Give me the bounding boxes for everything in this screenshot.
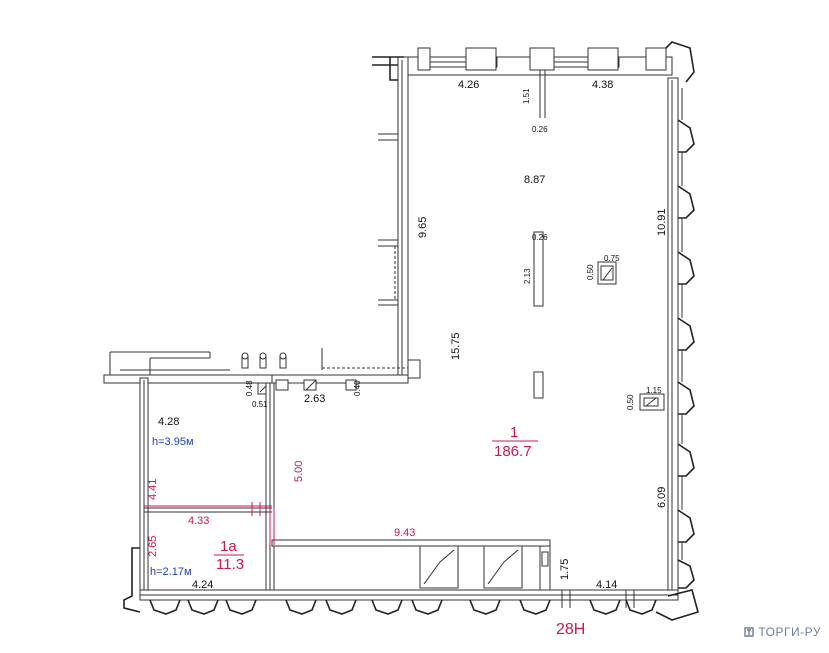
dim-right-wall: 10.91 <box>656 208 668 236</box>
dim-left-upper: 9.65 <box>417 217 429 238</box>
dim-wall-short: 1.51 <box>522 88 531 104</box>
dim-center-long: 15.75 <box>450 332 462 360</box>
height-lower: h=2.17м <box>150 566 192 578</box>
room-main-area: 186.7 <box>494 443 532 460</box>
dim-niche2-w: 1.15 <box>646 386 662 395</box>
dim-niche-w: 0.75 <box>604 254 620 263</box>
dim-inner-length: 8.87 <box>524 174 545 186</box>
dim-small-b: 0.51 <box>252 400 268 409</box>
dim-red-441: 4.41 <box>147 479 159 500</box>
dim-niche2-h: 0.50 <box>626 394 635 410</box>
room-sub-area: 11.3 <box>216 556 244 573</box>
dim-red-433: 4.33 <box>188 515 209 527</box>
bottom-wall-windows <box>149 590 657 615</box>
dim-column-thick: 0.26 <box>532 233 548 242</box>
dim-column-length: 2.13 <box>523 268 532 284</box>
right-wall-windows <box>677 88 695 589</box>
ceiling-heights: h=3.95м h=2.17м <box>150 436 194 578</box>
torgi-logo: ТОРГИ-РУ <box>743 625 821 639</box>
dim-bottom-right: 4.14 <box>596 579 617 591</box>
dim-red-265: 2.65 <box>147 536 159 557</box>
red-dimension-labels: 4.41 4.33 5.00 9.43 2.65 <box>147 461 415 557</box>
dim-top-left: 4.26 <box>458 79 479 91</box>
dim-room-upper-w: 4.28 <box>158 416 179 428</box>
dim-top-right: 4.38 <box>592 79 613 91</box>
dim-small-c: 0.40 <box>353 380 362 396</box>
dim-bottom-left: 4.24 <box>192 579 213 591</box>
torgi-logo-text: ТОРГИ-РУ <box>758 625 821 639</box>
height-upper: h=3.95м <box>152 436 194 448</box>
room-main-number: 1 <box>510 424 518 441</box>
unit-label: 28Н <box>556 621 585 638</box>
room-sub-number: 1а <box>220 538 237 555</box>
dim-red-943: 9.43 <box>394 527 415 539</box>
torgi-logo-icon <box>744 627 755 637</box>
outer-walls <box>103 41 699 621</box>
dim-bottom-small: 1.75 <box>559 559 571 580</box>
room-labels: 1 186.7 1а 11.3 28Н <box>214 424 585 638</box>
dim-right-lower: 6.09 <box>656 487 668 508</box>
dim-red-500: 5.00 <box>293 461 305 482</box>
dim-small-a: 0.48 <box>245 380 254 396</box>
dim-wall-thick-top: 0.26 <box>532 125 548 134</box>
dim-niche-h: 0.50 <box>586 264 595 280</box>
dim-corridor: 2.63 <box>304 393 325 405</box>
dimension-labels: 4.26 4.38 1.51 0.26 8.87 10.91 9.65 0.26… <box>158 79 668 591</box>
